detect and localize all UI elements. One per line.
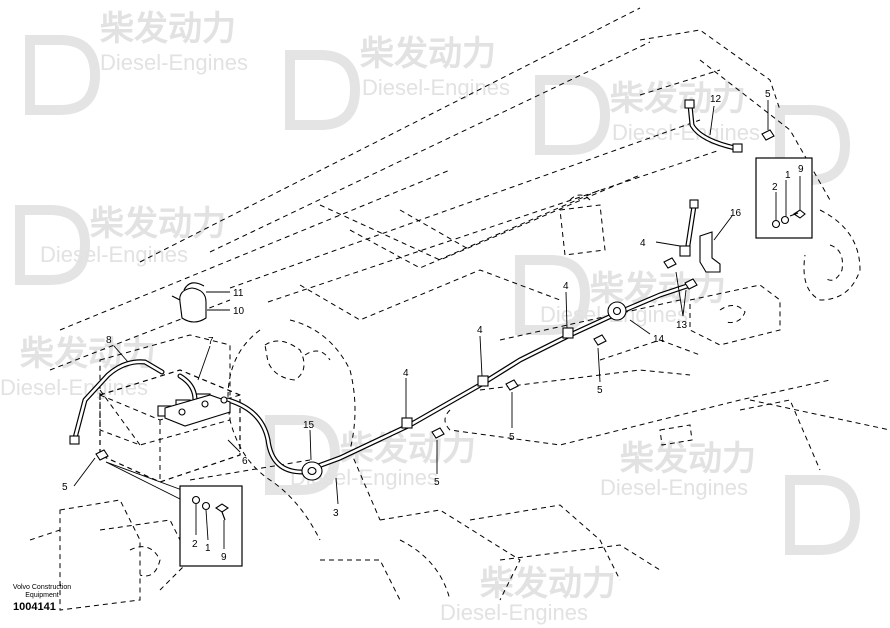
bolt-head-icon xyxy=(215,503,229,513)
inset-bottom-callout-1: 1 xyxy=(205,543,211,554)
cable-lug-icon xyxy=(69,435,80,445)
cable-lug-icon xyxy=(689,199,699,209)
cable-clamps xyxy=(401,245,691,429)
inset-fasteners-top: 2 1 9 xyxy=(755,157,813,239)
ground-strap xyxy=(685,199,699,248)
watermark-en: Diesel-Engines xyxy=(40,242,188,267)
grommet-15 xyxy=(307,466,317,476)
callout-5: 5 xyxy=(597,385,603,396)
callout-5: 5 xyxy=(765,89,771,100)
document-number: 1004141 xyxy=(13,601,56,613)
callout-5: 5 xyxy=(62,482,68,493)
cable-clamp-icon xyxy=(477,375,489,387)
callout-10: 10 xyxy=(233,306,245,317)
callout-16: 16 xyxy=(730,208,742,219)
screw-icon xyxy=(505,379,519,391)
callout-4: 4 xyxy=(477,325,483,336)
lock-washer-icon xyxy=(780,215,790,225)
watermark-cn: 柴发动力 xyxy=(610,80,746,118)
watermark-en: Diesel-Engines xyxy=(0,375,148,400)
bracket-16 xyxy=(699,231,721,273)
watermark-en: Diesel-Engines xyxy=(362,75,510,100)
inset-fasteners-bottom: 2 1 9 xyxy=(179,485,243,567)
inset-top-callout-9: 9 xyxy=(798,164,804,175)
callout-6: 6 xyxy=(242,456,248,467)
screw-icon xyxy=(431,427,445,439)
cable-clamp-icon xyxy=(679,245,691,257)
callout-3: 3 xyxy=(333,508,339,519)
callout-7: 7 xyxy=(208,336,214,347)
callout-4: 4 xyxy=(403,368,409,379)
screw-icon xyxy=(593,334,607,346)
callout-8: 8 xyxy=(106,335,112,346)
cable-lug-icon xyxy=(732,143,743,153)
callout-13: 13 xyxy=(676,320,688,331)
watermark-cn: 柴发动力 xyxy=(20,335,156,373)
watermark-cn: 柴发动力 xyxy=(590,270,726,308)
battery-switch-10 xyxy=(171,282,207,323)
washer-icon xyxy=(771,219,781,229)
screw-icon xyxy=(684,278,698,290)
watermark-cn: 柴发动力 xyxy=(480,565,616,603)
bolt-head-icon xyxy=(793,209,806,219)
manufacturer-label: Volvo Construction Equipment xyxy=(12,584,72,599)
cable-lug-icon xyxy=(684,99,695,109)
washer-icon xyxy=(191,495,201,505)
cable-12 xyxy=(684,99,743,153)
cable-clamp-icon xyxy=(401,417,413,429)
cable-7 xyxy=(177,373,198,403)
screw-icon xyxy=(761,129,775,141)
watermark-logo-icon xyxy=(15,35,861,555)
screw-icon xyxy=(663,257,677,269)
callout-leaders xyxy=(73,100,769,505)
watermark-en: Diesel-Engines xyxy=(100,50,248,75)
terminal-block-6 xyxy=(164,394,231,427)
callout-4: 4 xyxy=(563,281,569,292)
callout-5: 5 xyxy=(509,432,515,443)
callout-15: 15 xyxy=(303,420,315,431)
screw-icon xyxy=(95,449,109,461)
callout-12: 12 xyxy=(710,94,722,105)
watermark-cn: 柴发动力 xyxy=(100,10,236,48)
watermark: 柴发动力 Diesel-Engines 柴发动力 Diesel-Engines … xyxy=(0,10,861,625)
watermark-cn: 柴发动力 xyxy=(360,35,496,73)
callout-11: 11 xyxy=(233,288,244,299)
callout-4: 4 xyxy=(640,238,646,249)
cable-8 xyxy=(69,359,165,445)
inset-bottom-callout-9: 9 xyxy=(221,552,227,563)
callout-14: 14 xyxy=(653,334,665,345)
lock-washer-icon xyxy=(201,501,211,511)
watermark-cn: 柴发动力 xyxy=(620,440,756,478)
watermark-en: Diesel-Engines xyxy=(440,600,588,625)
inset-top-callout-2: 2 xyxy=(772,182,778,193)
inset-bottom-callout-2: 2 xyxy=(192,539,198,550)
inset-top-callout-1: 1 xyxy=(785,170,791,181)
machine-frame-outline xyxy=(29,7,890,611)
watermark-cn: 柴发动力 xyxy=(90,205,226,243)
callout-5: 5 xyxy=(434,477,440,488)
watermark-en: Diesel-Engines xyxy=(600,475,748,500)
main-cable-3 xyxy=(225,282,693,475)
watermark-en: Diesel-Engines xyxy=(612,120,760,145)
grommet-14 xyxy=(612,306,622,316)
cable-clamp-icon xyxy=(562,327,574,339)
callout-numbers: 12 5 16 4 13 14 4 5 4 5 4 5 15 3 6 7 8 1… xyxy=(62,89,771,519)
screws xyxy=(95,129,775,461)
